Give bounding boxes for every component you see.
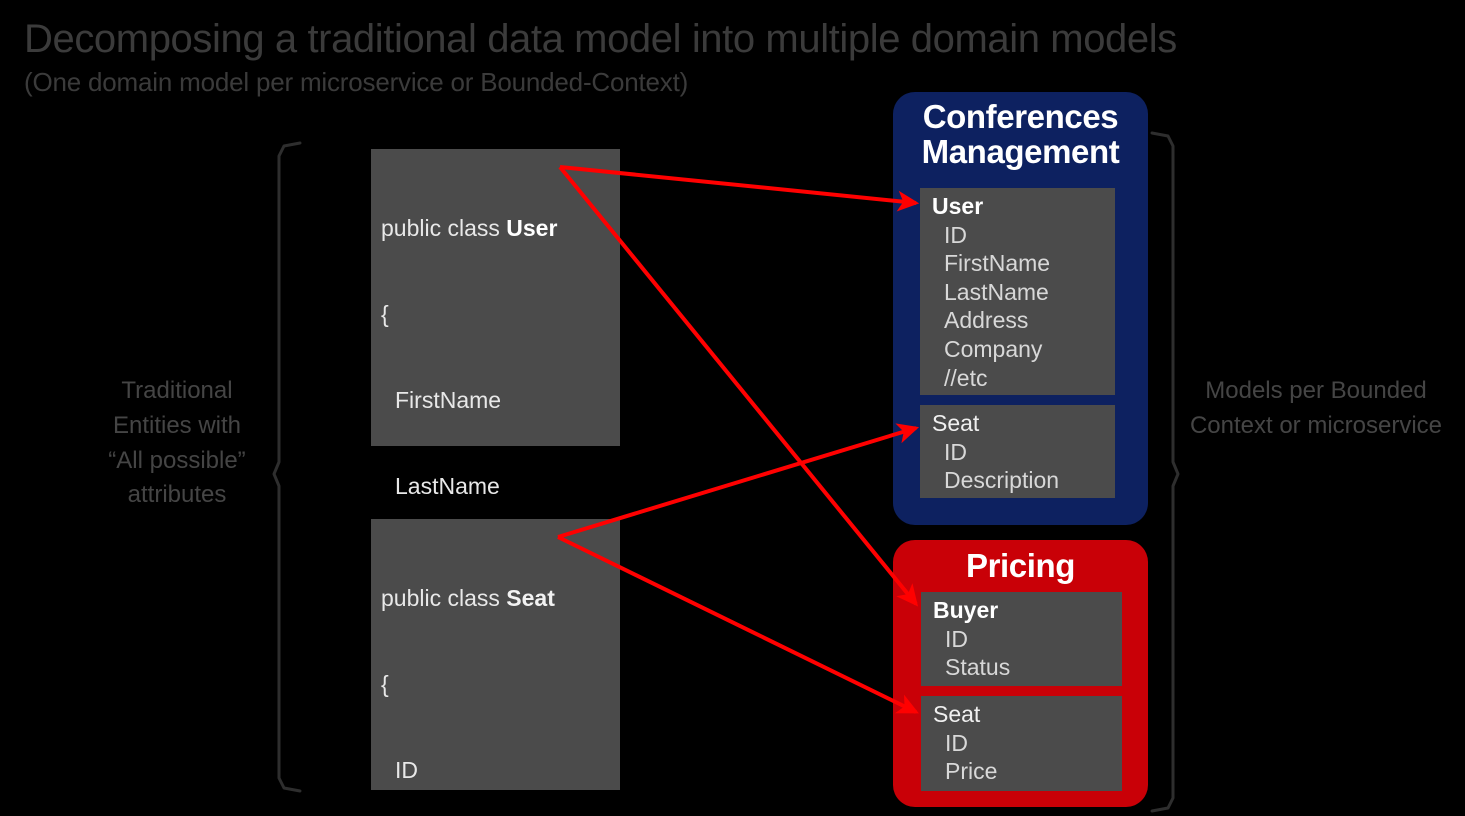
code-line-member: ID <box>395 756 418 783</box>
entity-card-buyer: Buyer ID Status <box>921 592 1122 686</box>
brace-left <box>272 141 302 793</box>
code-line-signature: public class Seat <box>381 584 620 613</box>
code-line-open-brace: { <box>381 300 389 327</box>
entity-attribute: Description <box>944 467 1060 494</box>
entity-attribute: Address <box>944 307 1029 334</box>
code-box-user: public class User { FirstName LastName S… <box>371 149 620 816</box>
code-line-member: FirstName <box>395 386 502 413</box>
entity-card-user: User ID FirstName LastName Address Compa… <box>920 188 1115 395</box>
entity-attribute: ID <box>945 625 968 652</box>
entity-attribute: Status <box>945 654 1011 681</box>
code-line-open-brace: { <box>381 670 389 697</box>
entity-attribute: Price <box>945 758 998 785</box>
bounded-context-pricing: Pricing Buyer ID Status Seat ID Price <box>893 540 1148 807</box>
class-name-user: User <box>506 215 558 242</box>
code-box-seat: public class Seat { ID Description Price… <box>371 519 620 790</box>
entity-attribute: ID <box>944 438 967 465</box>
page-subtitle: (One domain model per microservice or Bo… <box>24 67 689 97</box>
annotation-models-per-bounded-context: Models per Bounded Context or microservi… <box>1189 377 1443 439</box>
code-line-signature: public class User <box>381 214 620 243</box>
entity-card-seat: Seat ID Price <box>921 696 1122 791</box>
entity-attribute: Company <box>944 335 1043 362</box>
entity-attribute: ID <box>944 221 967 248</box>
entity-attribute: FirstName <box>944 250 1051 277</box>
entity-attribute: //etc <box>944 364 988 391</box>
entity-name: Buyer <box>933 597 999 623</box>
class-name-seat: Seat <box>506 585 555 612</box>
entity-card-seat: Seat ID Description <box>920 405 1115 498</box>
annotation-traditional-entities: Traditional Entities with “All possible”… <box>108 377 246 509</box>
code-line-member: LastName <box>395 472 500 499</box>
code-keyword: public class <box>381 215 507 242</box>
bounded-context-conferences-management: Conferences Management User ID FirstName… <box>893 92 1148 525</box>
page-title: Decomposing a traditional data model int… <box>24 17 1177 61</box>
entity-attribute: LastName <box>944 278 1049 305</box>
entity-attribute: ID <box>945 729 968 756</box>
bounded-context-title: Pricing <box>965 547 1076 584</box>
code-keyword: public class <box>381 585 507 612</box>
entity-name: Seat <box>932 410 980 436</box>
entity-name: Seat <box>933 701 981 727</box>
brace-right <box>1150 131 1180 813</box>
bounded-context-title: Conferences Management <box>921 98 1120 170</box>
entity-name: User <box>932 193 984 219</box>
